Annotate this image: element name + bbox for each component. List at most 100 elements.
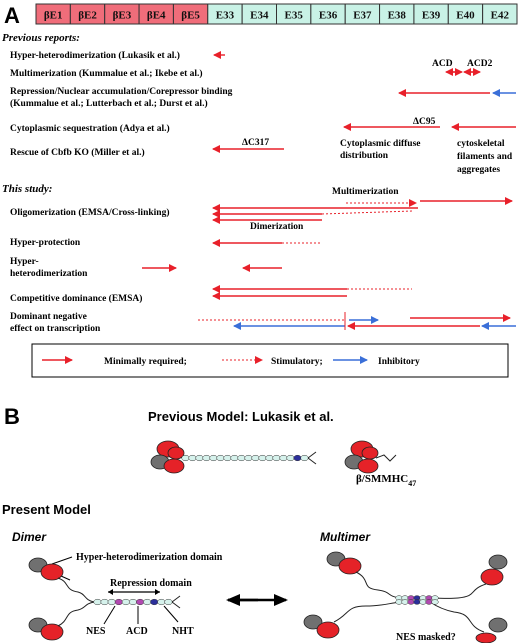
head-red-bottom-2 (357, 458, 379, 474)
multimer-linker-4 (429, 601, 485, 633)
exon-label-12: E39 (422, 10, 441, 22)
dimer-label: Dimer (12, 530, 47, 544)
repression-domain-label: Repression domain (110, 578, 192, 589)
coil-segment (425, 599, 433, 605)
coil-segment (395, 599, 403, 605)
coil-segment (244, 454, 253, 462)
multimer-model (303, 551, 508, 643)
previous-model-title: Previous Model: Lukasik et al. (148, 409, 334, 424)
exon-label-5: βE5 (181, 10, 200, 22)
coiled-coil-rod (181, 454, 309, 462)
coil-segment (401, 599, 409, 605)
coil-segment (431, 599, 439, 605)
coil-segment (279, 454, 288, 462)
label-cytoplasmic-diffuse-2: distribution (340, 151, 389, 161)
dimer-tail-2 (171, 601, 181, 609)
label-multimerization-study: Multimerization (332, 187, 399, 197)
multimer-linker-2 (333, 601, 401, 623)
multimer-label: Multimer (320, 530, 371, 544)
label-acd: ACD (432, 59, 453, 69)
dimer-coiled-coil (93, 598, 173, 606)
rod-tail-1 (307, 451, 317, 459)
exon-box-14 (482, 3, 518, 25)
head-red-bottom (163, 458, 185, 474)
beta-smmhc-label: β/SMMHC47 (356, 473, 416, 488)
coil-segment (251, 454, 260, 462)
hyperhet-pointer-1 (51, 556, 73, 565)
head-red-mid-2 (361, 446, 379, 460)
dimer-tail-1 (171, 595, 181, 603)
coil-segment (164, 598, 173, 606)
previous-model-short-molecule (344, 440, 397, 474)
coil-segment (135, 598, 145, 606)
previous-model-long-molecule (150, 440, 317, 474)
label-hyper-heterodimerization-2: heterodimerization (10, 269, 88, 279)
arrow-oligomerization-stimulatory (321, 210, 413, 215)
coil-segment (237, 454, 246, 462)
multimer-linker-1 (355, 571, 401, 599)
multimer-head-red-2 (316, 621, 340, 639)
coil-segment (419, 599, 427, 605)
legend-box (31, 343, 509, 378)
label-hyper-protection: Hyper-protection (10, 238, 81, 248)
this-study-header: This study: (2, 183, 52, 195)
label-hyper-heterodimerization-1: Hyper- (10, 257, 39, 267)
coil-segment (100, 598, 109, 606)
legend-stimulatory-label: Stimulatory; (271, 357, 323, 367)
exon-label-9: E36 (319, 10, 338, 22)
panel-b-letter: B (4, 404, 20, 429)
exon-label-11: E38 (388, 10, 407, 22)
coil-segment (188, 454, 197, 462)
multimer-head-gray-2 (303, 614, 323, 630)
coil-segment (202, 454, 211, 462)
coil-segment (107, 598, 116, 606)
coil-segment (407, 599, 415, 605)
dimer-head-red-top (40, 563, 64, 581)
label-cytoskeletal-2: filaments and (457, 152, 513, 162)
label-acd2: ACD2 (467, 59, 493, 69)
acd-label: ACD (126, 626, 148, 637)
coil-segment (143, 598, 152, 606)
nes-pointer (103, 605, 116, 625)
legend-inhibitory-label: Inhibitory (378, 357, 420, 367)
multimer-coiled-coil (395, 595, 439, 605)
coil-segment (286, 454, 295, 462)
nes-masked-label: NES masked? (396, 632, 456, 643)
label-repression-line1: Repression/Nuclear accumulation/Corepres… (10, 87, 233, 97)
dimer-model (28, 557, 181, 641)
coil-segment (413, 599, 421, 605)
nht-pointer (163, 605, 179, 623)
nht-label: NHT (172, 626, 194, 637)
hyper-heterodimerization-domain-label: Hyper-heterodimerization domain (76, 552, 223, 563)
coil-segment (93, 598, 102, 606)
coil-segment (157, 598, 166, 606)
label-cytoplasmic-diffuse-1: Cytoplasmic diffuse (340, 139, 421, 149)
label-multimerization-previous: Multimerization (Kummalue et al.; Ikebe … (10, 68, 203, 79)
nes-label: NES (86, 626, 106, 637)
label-rescue-cbfb-ko: Rescue of Cbfb KO (Miller et al.) (10, 147, 145, 158)
coil-segment (300, 454, 309, 462)
label-dimerization: Dimerization (250, 222, 304, 232)
exon-label-10: E37 (353, 10, 372, 22)
multimer-head-red-3 (480, 568, 504, 586)
label-dc95: ΔC95 (413, 117, 436, 127)
dimer-head-red-bottom (40, 623, 64, 641)
rod-tail-2 (307, 457, 317, 465)
coil-segment (114, 598, 123, 606)
coil-segment (230, 454, 239, 462)
dimer-linker-bottom (57, 601, 95, 627)
present-model-title: Present Model (2, 502, 91, 517)
multimer-linker-3 (429, 583, 487, 599)
coil-segment (195, 454, 204, 462)
label-cytoskeletal-1: cytoskeletal (457, 139, 505, 149)
label-cytoskeletal-3: aggregates (457, 165, 500, 175)
coil-segment (128, 598, 138, 606)
multimer-head-red-1 (338, 557, 362, 575)
exon-label-3: βE3 (113, 10, 132, 22)
exon-label-1: βE1 (44, 10, 63, 22)
label-dominant-negative-1: Dominant negative (10, 312, 87, 322)
coil-segment (272, 454, 281, 462)
label-dc317: ΔC317 (242, 138, 269, 148)
exon-label-14: E42 (491, 10, 510, 22)
coil-segment (209, 454, 218, 462)
